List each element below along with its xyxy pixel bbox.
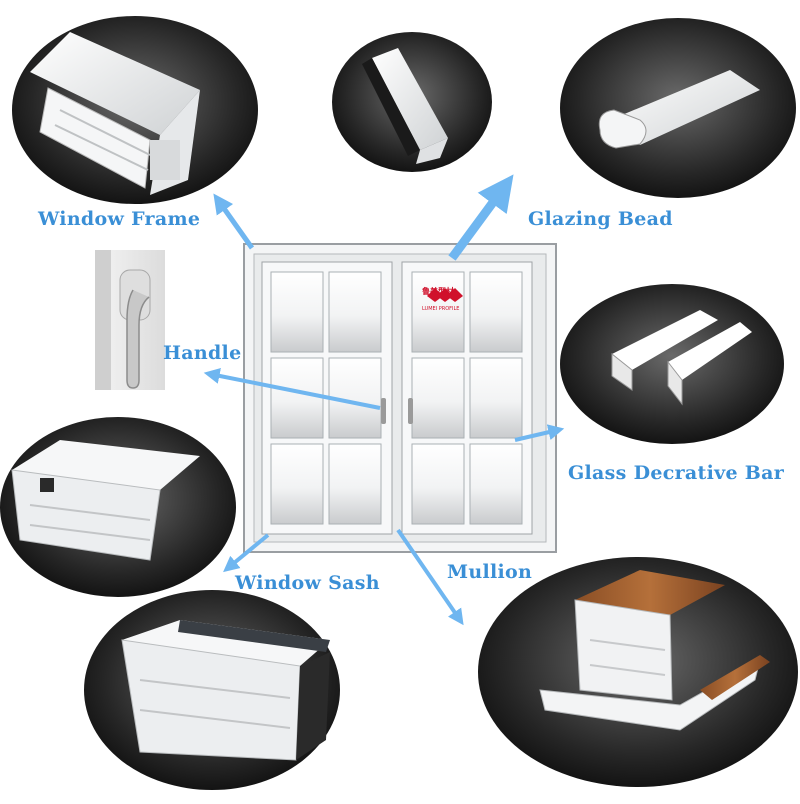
label-window-frame: Window Frame xyxy=(38,208,201,230)
arrow-window-frame xyxy=(213,193,255,250)
handle-photo xyxy=(95,250,165,390)
window-frame-photo xyxy=(12,16,258,204)
arrow-mullion xyxy=(396,528,464,626)
window-sash-photo xyxy=(0,417,236,597)
label-glazing-bead: Glazing Bead xyxy=(528,208,673,230)
label-window-sash: Window Sash xyxy=(235,572,380,594)
brand-chinese-text: 鲁美型材 xyxy=(422,287,454,296)
mullion-profile-photo xyxy=(478,557,798,787)
label-handle: Handle xyxy=(163,342,242,364)
arrow-window-sash xyxy=(223,533,270,573)
glazing-bead-photo-1 xyxy=(332,32,492,172)
brand-english-text: LUMEI PROFILE xyxy=(422,306,460,312)
arrow-glazing-bead xyxy=(448,174,514,261)
sash-profile-photo xyxy=(84,590,340,790)
label-glass-decorative-bar: Glass Decrative Bar xyxy=(568,462,785,484)
lumei-logo xyxy=(427,288,463,302)
glazing-bead-photo-2 xyxy=(560,18,796,198)
arrows xyxy=(203,174,565,626)
label-mullion: Mullion xyxy=(447,561,533,583)
arrow-handle xyxy=(203,368,381,410)
arrow-glass-bar xyxy=(514,424,565,442)
glass-decorative-bar-photo xyxy=(560,284,784,444)
window-illustration xyxy=(243,243,557,553)
